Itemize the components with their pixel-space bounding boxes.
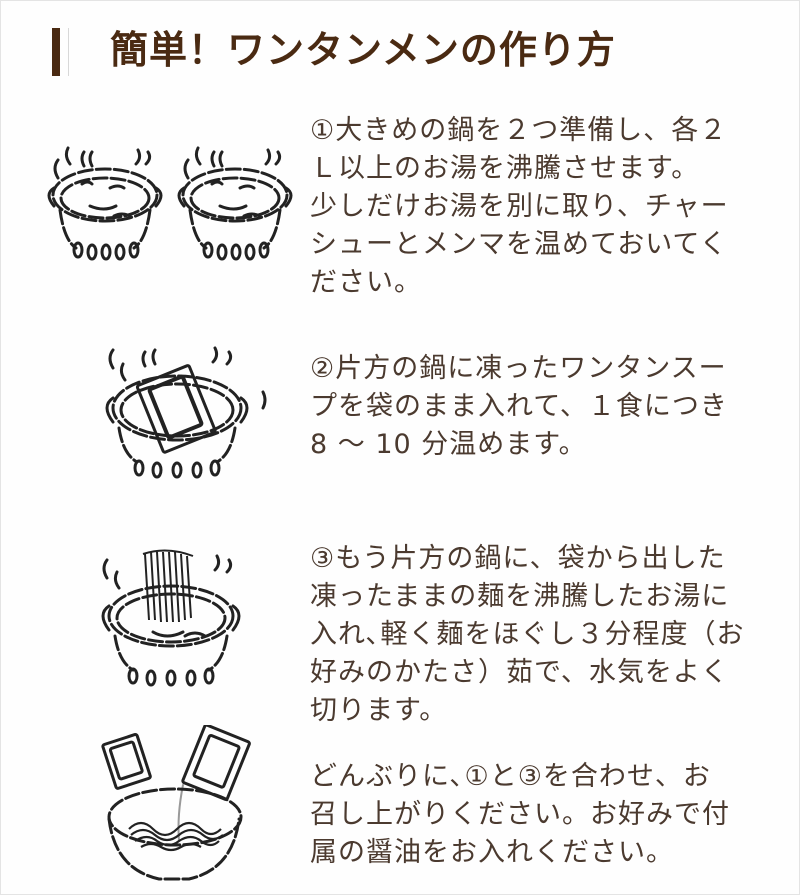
bowl-with-sauce-packets-icon bbox=[95, 725, 265, 890]
two-boiling-pots-icon bbox=[40, 130, 310, 265]
step-2-text: ②片方の鍋に凍ったワンタンスー プを袋のまま入れて、１食につき 8 ～ 10 分… bbox=[310, 353, 728, 460]
page-title: 簡単！ワンタンメンの作り方 bbox=[110, 28, 616, 72]
pot-with-soup-packet-icon bbox=[95, 330, 275, 480]
step-4-text: どんぶりに､①と③を合わせ、お 召し上がりください。お好みで付 属の醤油をお入れ… bbox=[310, 761, 730, 868]
title-accent-bar bbox=[52, 28, 60, 76]
pot-with-noodles-icon bbox=[95, 540, 255, 690]
title-divider bbox=[68, 28, 69, 76]
step-1-text: ①大きめの鍋を２つ準備し、各２ Ｌ以上のお湯を沸騰させます。 少しだけお湯を別に… bbox=[310, 115, 729, 298]
step-3-text: ③もう片方の鍋に、袋から出した 凍ったままの麺を沸騰したお湯に 入れ､軽く麺をほ… bbox=[310, 543, 745, 726]
